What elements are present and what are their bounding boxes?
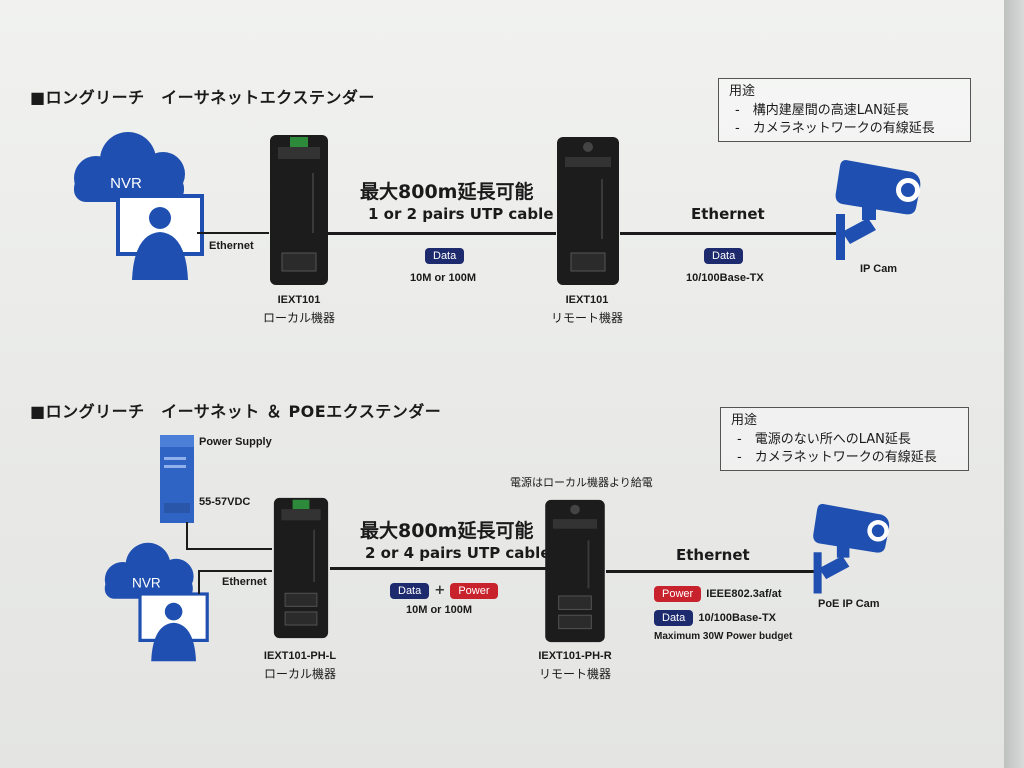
power-pill: Power [450, 583, 498, 599]
nvr-cloud-monitor-icon: NVR [104, 542, 209, 662]
utp-cable [330, 567, 546, 570]
camera-label: PoE IP Cam [818, 598, 880, 610]
local-role: ローカル機器 [262, 311, 335, 325]
section2-usage-box: 用途 - 電源のない所へのLAN延長 - カメラネットワークの有線延長 [720, 407, 969, 471]
ethernet-label-left: Ethernet [209, 240, 254, 252]
nvr-label: NVR [132, 576, 161, 591]
section1-usage-box: 用途 - 構内建屋間の高速LAN延長 - カメラネットワークの有線延長 [718, 78, 971, 142]
data-pill: Data [425, 248, 465, 264]
ethernet-label-right: Ethernet [691, 205, 765, 223]
psu-cable-horizontal [186, 548, 272, 550]
ethernet-cable-right [620, 232, 836, 235]
camera-label: IP Cam [860, 263, 898, 275]
cable-type-label: 2 or 4 pairs UTP cable [365, 544, 551, 562]
data-pill-right: Data [654, 610, 694, 626]
cable-type-label: 1 or 2 pairs UTP cable [368, 205, 554, 223]
data-power-pills: Data + Power [390, 579, 498, 599]
ethernet-label-right: Ethernet [676, 546, 750, 564]
extender-remote-device-icon [557, 137, 619, 285]
nvr-cable-vertical [198, 570, 200, 594]
power-source-note: 電源はローカル機器より給電 [510, 476, 653, 489]
usage-heading: 用途 [729, 84, 756, 99]
remote-model: IEXT101-PH-R [538, 650, 612, 662]
ip-camera-icon [835, 160, 921, 260]
speed-label-right: 10/100Base-TX [686, 272, 764, 284]
usage-item: - 構内建屋間の高速LAN延長 [735, 103, 909, 118]
remote-role: リモート機器 [538, 667, 611, 681]
speed-label: 10M or 100M [410, 272, 477, 284]
usage-heading: 用途 [731, 413, 758, 428]
remote-model: IEXT101 [565, 294, 609, 306]
local-device-caption: IEXT101 ローカル機器 [249, 291, 349, 327]
local-model: IEXT101 [277, 294, 321, 306]
distance-label: 最大800m延長可能 [360, 520, 534, 542]
poe-extender-local-device-icon [273, 497, 329, 639]
distance-label: 最大800m延長可能 [360, 181, 534, 203]
usage-item: - 電源のない所へのLAN延長 [737, 432, 911, 447]
utp-cable [328, 232, 556, 235]
nvr-cloud-monitor-icon: NVR [74, 132, 204, 280]
ethernet-cable-right [606, 570, 814, 573]
power-pill-right: Power [654, 586, 702, 602]
plus-sign: + [434, 583, 446, 598]
extender-local-device-icon [270, 135, 328, 285]
data-pill-right: Data [704, 248, 744, 264]
power-budget-label: Maximum 30W Power budget [654, 631, 793, 642]
poe-extender-remote-device-icon [545, 499, 605, 643]
speed-label-right: 10/100Base-TX [698, 612, 777, 624]
cable-nvr-local [197, 232, 269, 234]
board-edge [1004, 0, 1024, 768]
remote-role: リモート機器 [550, 311, 623, 325]
power-supply-voltage: 55-57VDC [199, 496, 251, 508]
data-speed-row: Data 10/100Base-TX [654, 606, 776, 626]
section2-title: ■ロングリーチ イーサネット ＆ POEエクステンダー [30, 402, 442, 421]
psu-cable-vertical [186, 522, 188, 550]
nvr-cable-horizontal [198, 570, 272, 572]
local-role: ローカル機器 [263, 667, 336, 681]
power-supply-icon [160, 435, 194, 523]
poe-ip-camera-icon [813, 503, 890, 594]
ethernet-label-left: Ethernet [222, 576, 267, 588]
usage-item: - カメラネットワークの有線延長 [735, 121, 935, 136]
nvr-label: NVR [110, 175, 142, 192]
power-supply-label: Power Supply [199, 436, 272, 448]
local-model: IEXT101-PH-L [263, 650, 337, 662]
usage-item: - カメラネットワークの有線延長 [737, 450, 937, 465]
poe-standard: IEEE802.3af/at [706, 588, 782, 600]
poe-standard-row: Power IEEE802.3af/at [654, 582, 782, 602]
data-pill: Data [390, 583, 430, 599]
local-device-caption: IEXT101-PH-L ローカル機器 [250, 647, 350, 683]
remote-device-caption: IEXT101-PH-R リモート機器 [525, 647, 625, 683]
speed-label: 10M or 100M [406, 604, 473, 616]
remote-device-caption: IEXT101 リモート機器 [537, 291, 637, 327]
section1-title: ■ロングリーチ イーサネットエクステンダー [30, 88, 375, 107]
